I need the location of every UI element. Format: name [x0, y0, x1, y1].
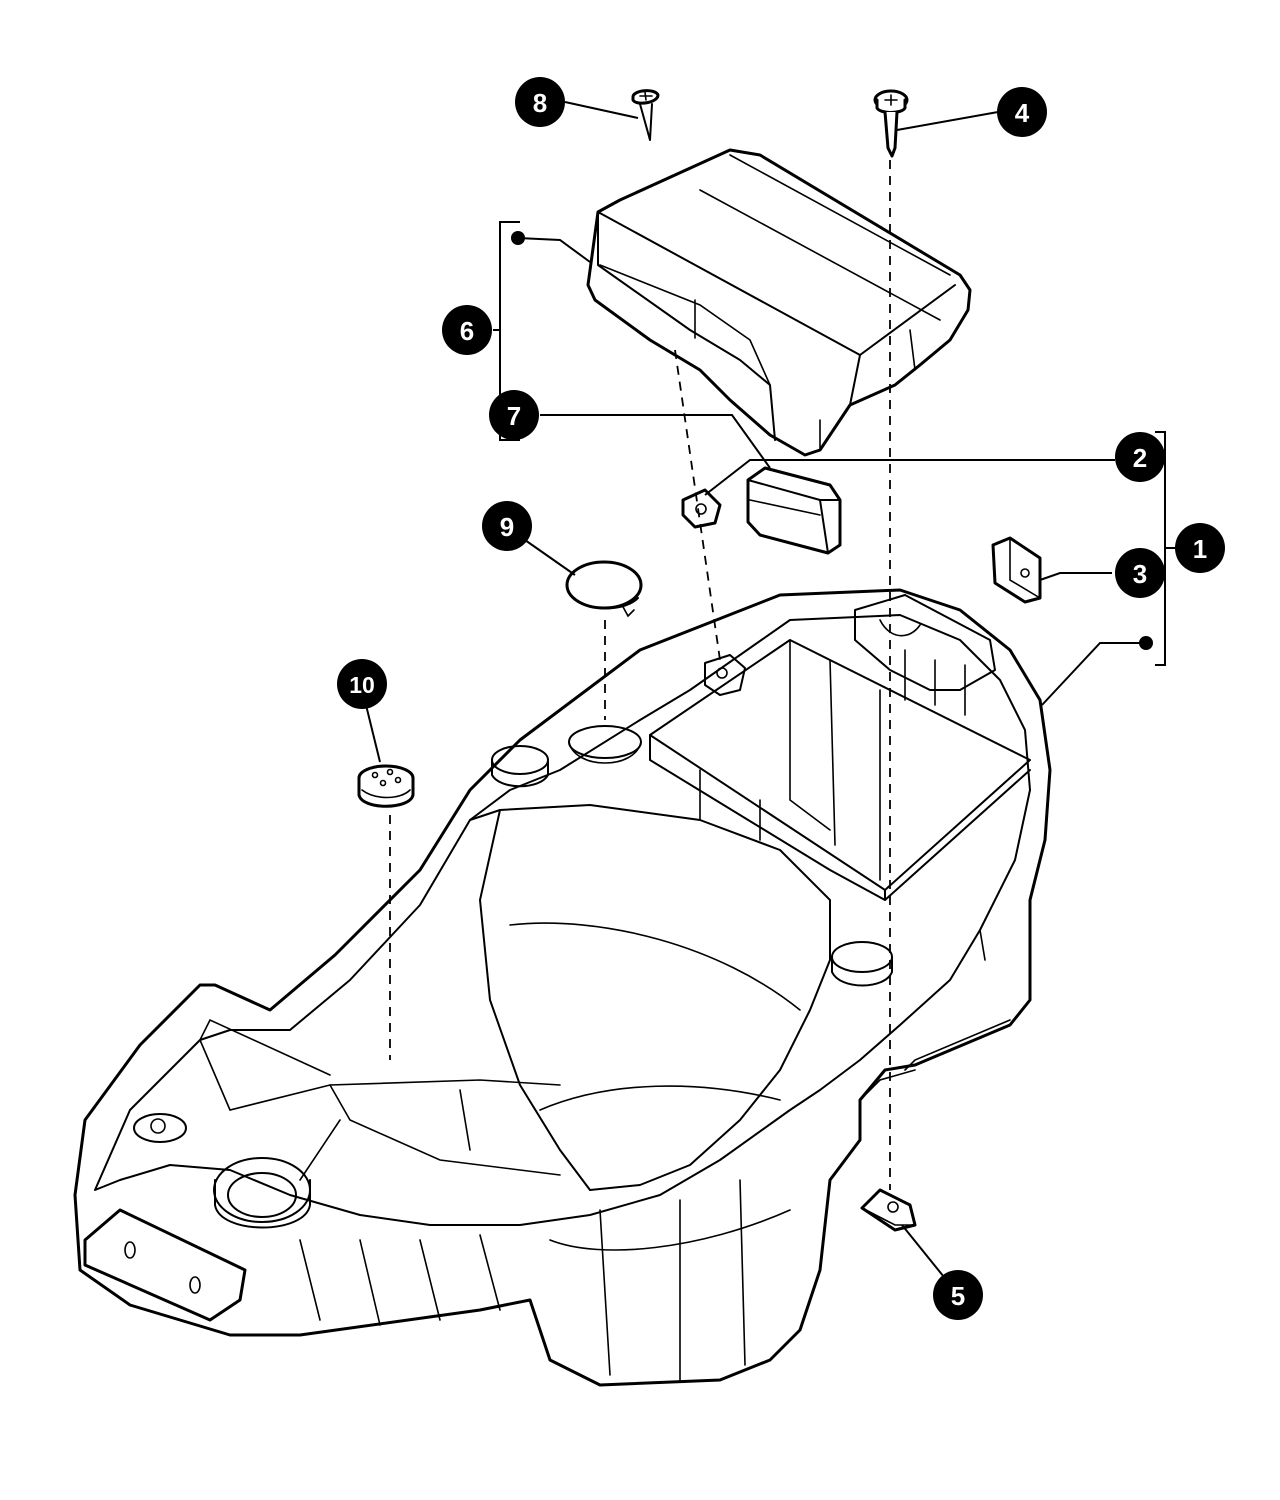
callout-4: 4	[997, 87, 1047, 137]
bracket	[991, 536, 1042, 604]
cap	[565, 560, 643, 618]
callout-7: 7	[489, 390, 539, 440]
bolt-long	[873, 89, 909, 158]
svg-text:5: 5	[951, 1281, 965, 1311]
callout-6: 6	[442, 305, 492, 355]
svg-text:7: 7	[507, 401, 521, 431]
screw-small	[631, 89, 660, 141]
assembly-lines	[389, 160, 891, 1190]
callout-2: 2	[1115, 432, 1165, 482]
svg-text:4: 4	[1015, 98, 1030, 128]
svg-text:10: 10	[349, 672, 375, 698]
callout-5: 5	[933, 1270, 983, 1320]
svg-text:3: 3	[1133, 559, 1147, 589]
callout-3: 3	[1115, 548, 1165, 598]
leader-lines	[365, 101, 1175, 1283]
svg-text:2: 2	[1133, 443, 1147, 473]
callout-8: 8	[515, 77, 565, 127]
storage-compartment-body	[73, 588, 1052, 1387]
battery-cover-lid	[586, 148, 972, 457]
foam-pad	[746, 466, 842, 555]
callout-10: 10	[337, 659, 387, 709]
svg-text:8: 8	[533, 88, 547, 118]
clip-nut-upper	[681, 488, 722, 529]
svg-text:6: 6	[460, 316, 474, 346]
callout-9: 9	[482, 501, 532, 551]
svg-text:1: 1	[1193, 534, 1207, 564]
callout-1: 1	[1175, 523, 1225, 573]
clip-nut-lower	[860, 1188, 917, 1232]
grommet	[357, 764, 415, 808]
svg-text:9: 9	[500, 512, 514, 542]
